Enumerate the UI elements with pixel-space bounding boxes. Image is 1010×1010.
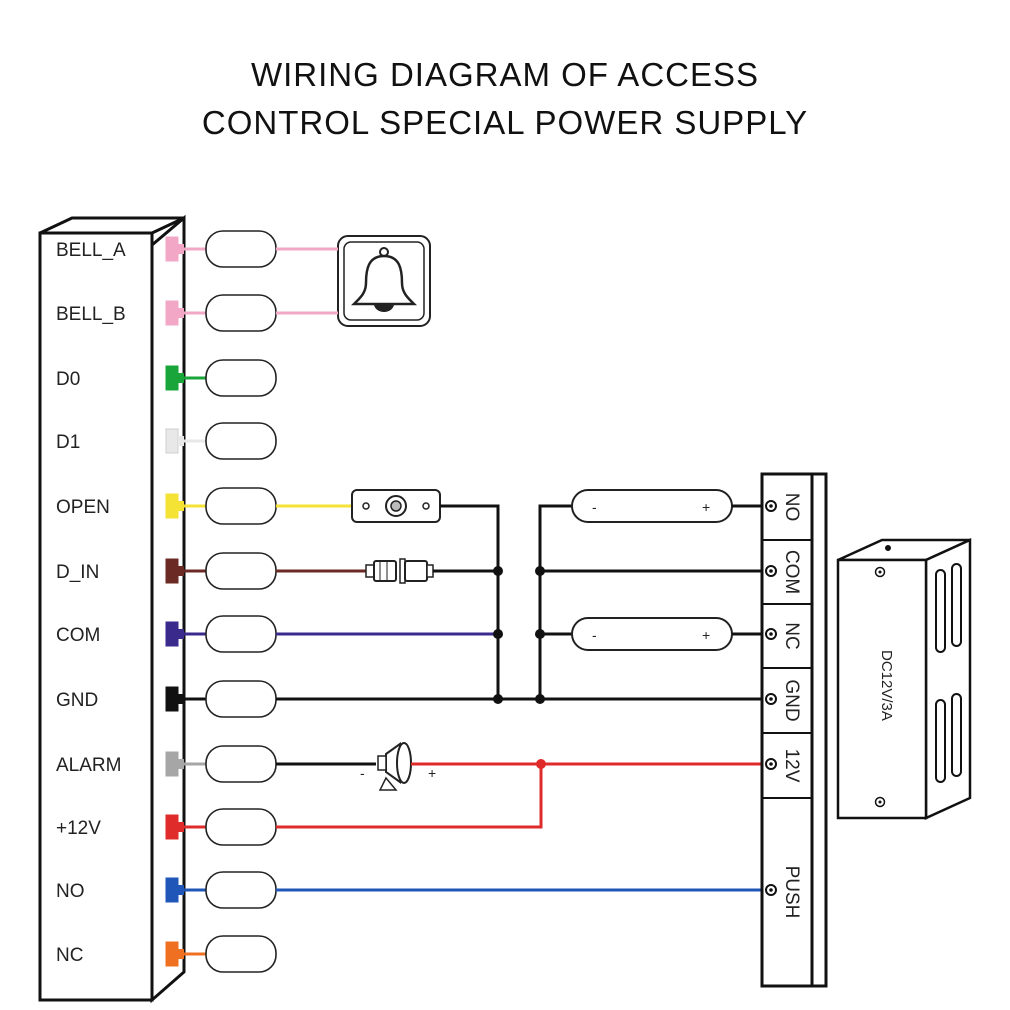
power-terminal-block: NO COM NC GND 12V PUSH bbox=[760, 472, 828, 988]
terminal-connector bbox=[165, 686, 206, 712]
screw-terminal bbox=[765, 693, 777, 705]
wire-cap bbox=[205, 359, 277, 397]
terminal-connector bbox=[165, 236, 206, 262]
terminal-label: D_IN bbox=[56, 562, 99, 583]
screw-terminal bbox=[765, 565, 777, 577]
siren-plus: + bbox=[428, 765, 436, 781]
psu-label: DC12V/3A bbox=[878, 650, 895, 721]
bell-icon bbox=[337, 235, 431, 327]
exit-button-icon bbox=[351, 489, 441, 523]
screw-terminal bbox=[765, 884, 777, 896]
power-terminal-label: NO bbox=[781, 493, 802, 522]
terminal-label: ALARM bbox=[56, 755, 121, 776]
terminal-label: +12V bbox=[56, 818, 101, 839]
terminal-connector bbox=[165, 621, 206, 647]
terminal-label: NO bbox=[56, 881, 85, 902]
terminal-connector bbox=[165, 365, 206, 391]
title-line-1: WIRING DIAGRAM OF ACCESS bbox=[250, 56, 760, 93]
terminal-connector bbox=[165, 751, 206, 777]
wire-cap bbox=[205, 935, 277, 973]
wire-lock-bus bbox=[538, 504, 572, 699]
lock-no-minus: - bbox=[592, 499, 597, 515]
lock-nc: - + bbox=[571, 617, 733, 651]
terminal-connector bbox=[165, 558, 206, 584]
lock-nc-plus: + bbox=[702, 627, 710, 643]
wire-cap bbox=[205, 615, 277, 653]
terminal-connector bbox=[165, 300, 206, 326]
screw-terminal bbox=[765, 758, 777, 770]
power-terminal-label: COM bbox=[781, 550, 802, 594]
power-terminal-label: NC bbox=[781, 622, 802, 649]
wire-cap bbox=[205, 745, 277, 783]
wire-cap bbox=[205, 230, 277, 268]
terminal-connector bbox=[165, 428, 206, 454]
wire-cap bbox=[205, 422, 277, 460]
screw-terminal bbox=[765, 628, 777, 640]
title-line-2: CONTROL SPECIAL POWER SUPPLY bbox=[201, 104, 809, 141]
door-sensor-icon bbox=[365, 558, 434, 584]
terminal-connector bbox=[165, 814, 206, 840]
wire-cap bbox=[205, 808, 277, 846]
terminal-label: OPEN bbox=[56, 497, 110, 518]
power-terminal-label: 12V bbox=[781, 749, 802, 783]
wire-cap bbox=[205, 552, 277, 590]
siren-icon: - + bbox=[360, 742, 436, 791]
terminal-connector bbox=[165, 493, 206, 519]
screw-terminal bbox=[765, 500, 777, 512]
wire-cap bbox=[205, 680, 277, 718]
wire-cap bbox=[205, 871, 277, 909]
wire-plus12v bbox=[276, 764, 543, 829]
terminal-label: COM bbox=[56, 625, 100, 646]
lock-no-plus: + bbox=[702, 499, 710, 515]
lock-no: - + bbox=[571, 489, 733, 523]
terminal-connector bbox=[165, 941, 206, 967]
terminal-label: GND bbox=[56, 690, 98, 711]
terminal-label: D1 bbox=[56, 432, 80, 453]
power-supply-unit: DC12V/3A bbox=[836, 538, 972, 820]
terminal-label: BELL_A bbox=[56, 240, 126, 261]
wire-cap bbox=[205, 294, 277, 332]
lock-nc-minus: - bbox=[592, 627, 597, 643]
terminal-label: BELL_B bbox=[56, 304, 126, 325]
power-terminal-label: PUSH bbox=[781, 866, 802, 919]
power-terminal-label: GND bbox=[781, 679, 802, 721]
terminal-label: D0 bbox=[56, 369, 80, 390]
terminal-connector bbox=[165, 877, 206, 903]
wire-exit-to-gnd bbox=[440, 504, 500, 699]
terminal-label: NC bbox=[56, 945, 83, 966]
siren-minus: - bbox=[360, 765, 365, 781]
wire-cap bbox=[205, 487, 277, 525]
junctions bbox=[493, 566, 546, 769]
